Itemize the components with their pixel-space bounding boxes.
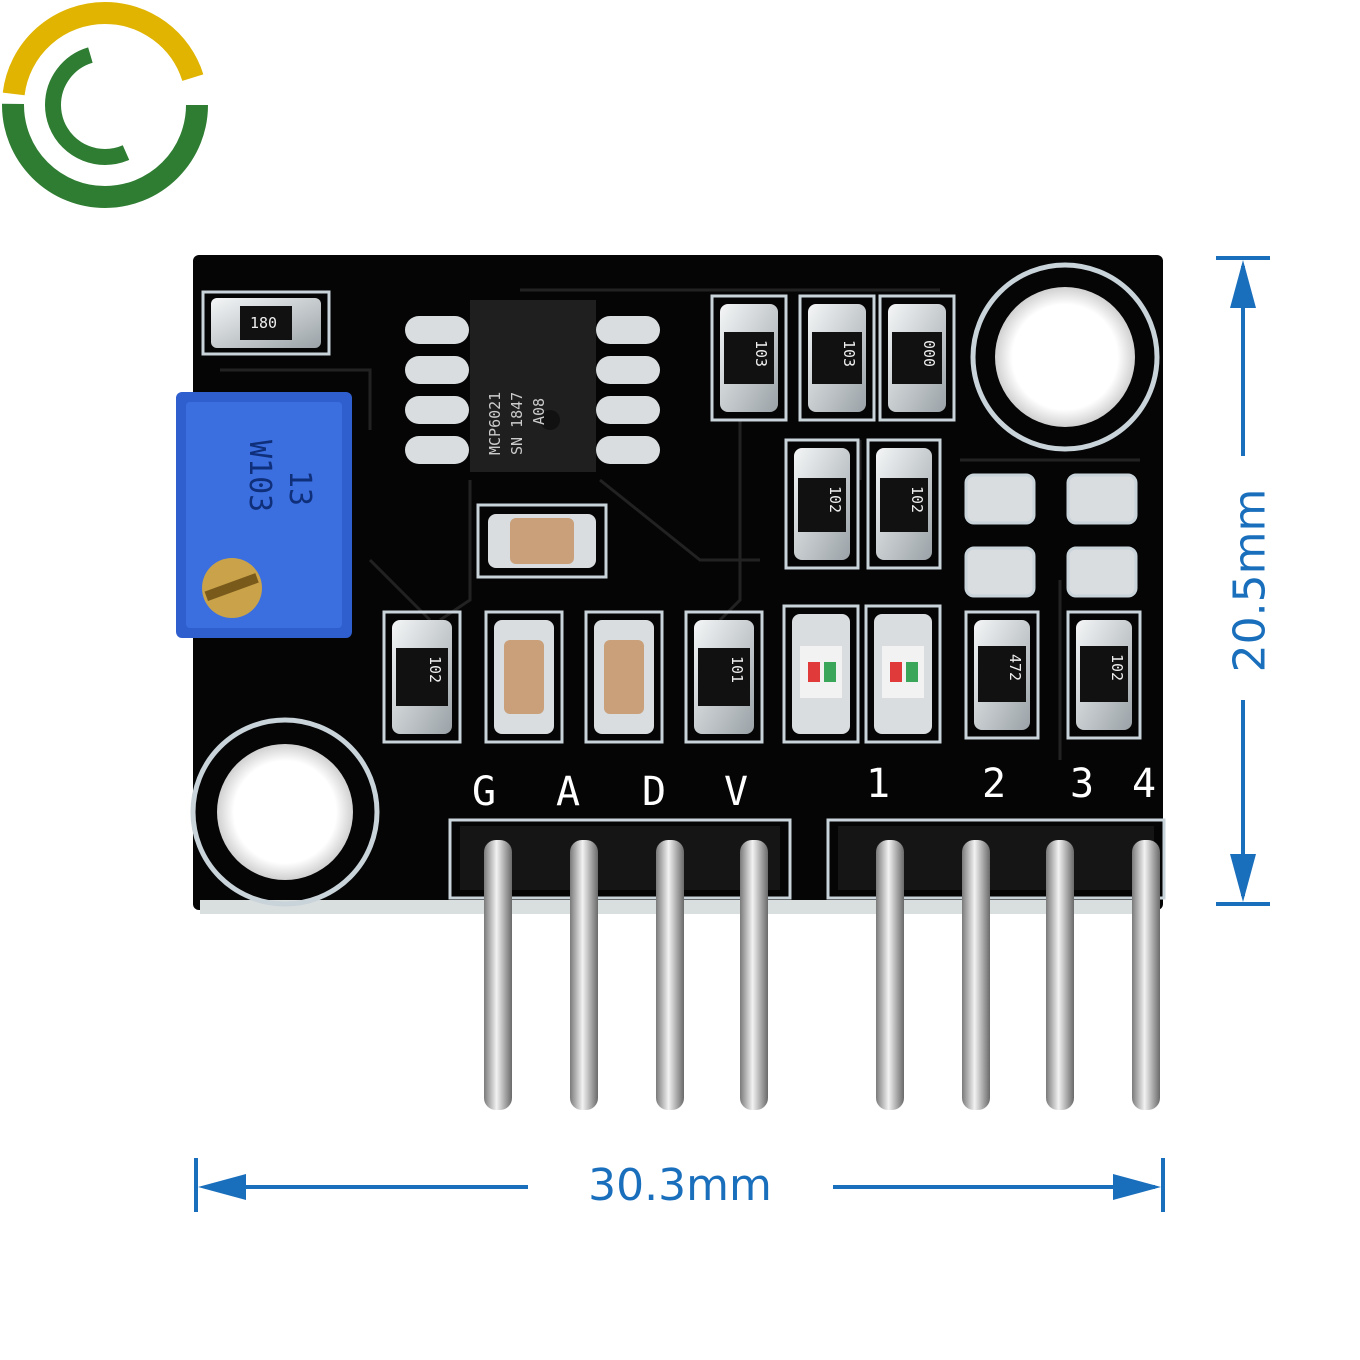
svg-text:SN 1847: SN 1847 — [508, 392, 526, 455]
svg-text:472: 472 — [1006, 654, 1024, 681]
pin-label-d: D — [642, 769, 667, 815]
arrow-left-icon — [198, 1174, 246, 1200]
bottom-component-row: 102 101 — [382, 604, 1142, 744]
arrow-right-icon — [1113, 1174, 1161, 1200]
resistors-mid: 102 102 — [784, 438, 942, 570]
pin-label-v: V — [724, 769, 749, 815]
height-label: 20.5mm — [1224, 488, 1276, 673]
mounting-hole-bottom-left — [190, 717, 380, 907]
brand-logo-icon — [2, 2, 208, 208]
svg-text:102: 102 — [826, 486, 844, 513]
ic-chip: MCP6021 SN 1847 A08 — [405, 300, 660, 472]
pin-header-left — [448, 818, 792, 900]
pin-label-3: 3 — [1070, 761, 1095, 807]
svg-text:W103: W103 — [242, 440, 277, 512]
svg-text:A08: A08 — [530, 398, 548, 425]
svg-text:MCP6021: MCP6021 — [486, 392, 504, 455]
height-dimension — [1216, 256, 1270, 906]
svg-text:101: 101 — [728, 656, 746, 683]
svg-text:000: 000 — [920, 340, 938, 367]
resistors-top-right: 103 103 000 — [710, 294, 956, 422]
width-label: 30.3mm — [588, 1160, 772, 1211]
svg-text:103: 103 — [752, 340, 770, 367]
pin-label-2: 2 — [982, 761, 1007, 807]
svg-text:102: 102 — [908, 486, 926, 513]
pin — [484, 840, 1160, 1110]
arrow-up-icon — [1230, 260, 1256, 308]
solder-pads-right — [964, 473, 1138, 598]
pcb-board: 180 13 W103 — [176, 255, 1166, 914]
resistor-180: 180 — [201, 290, 331, 356]
pin-label-4: 4 — [1132, 761, 1157, 807]
svg-text:13: 13 — [282, 470, 317, 506]
svg-text:180: 180 — [250, 314, 277, 332]
svg-text:103: 103 — [840, 340, 858, 367]
svg-text:102: 102 — [1108, 654, 1126, 681]
potentiometer: 13 W103 — [176, 392, 352, 638]
pin-label-1: 1 — [866, 761, 891, 807]
header-pins — [484, 840, 1160, 1110]
svg-text:102: 102 — [426, 656, 444, 683]
arrow-down-icon — [1230, 854, 1256, 902]
pin-label-a: A — [556, 769, 581, 815]
pin-label-g: G — [472, 769, 497, 815]
capacitor — [476, 503, 608, 579]
mounting-hole-top-right — [970, 262, 1160, 452]
width-dimension — [194, 1158, 1165, 1212]
